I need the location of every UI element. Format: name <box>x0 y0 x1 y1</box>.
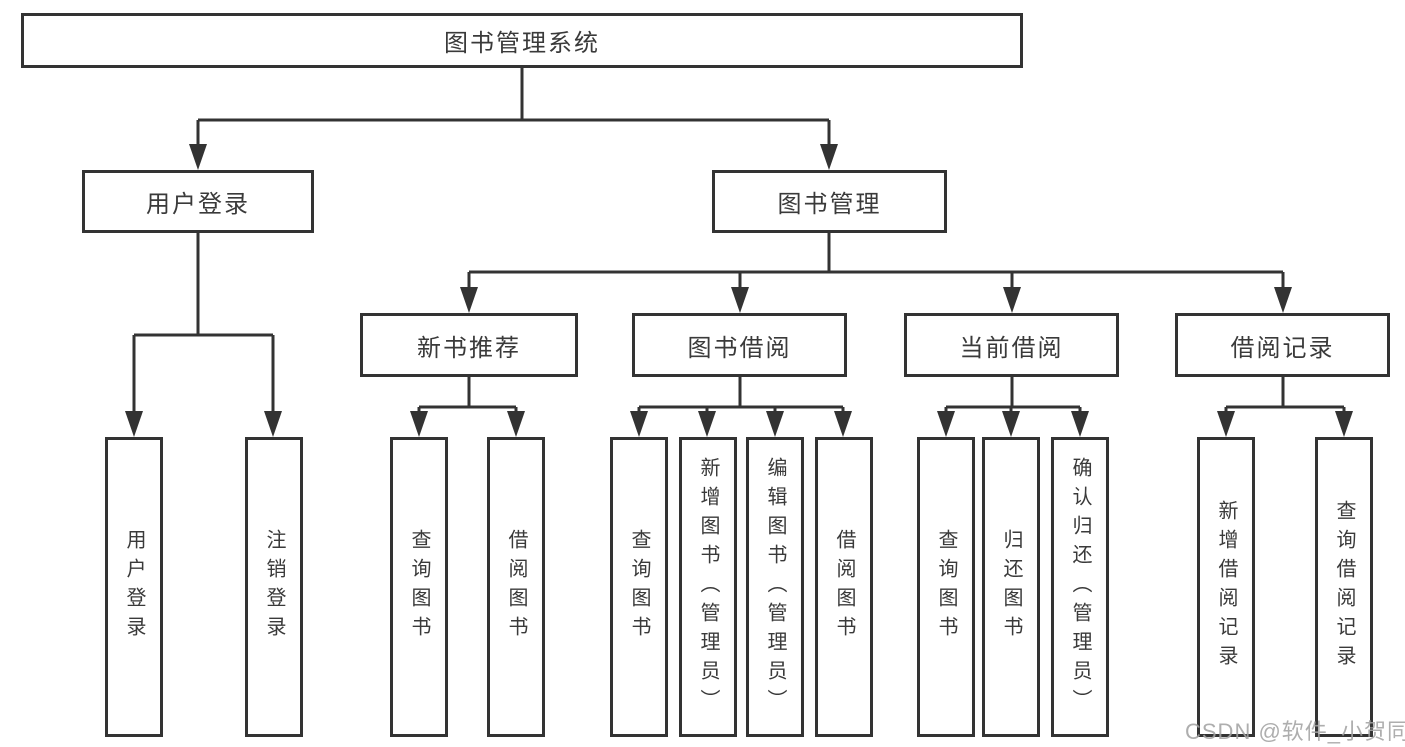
leaf-confirm-return-admin-label: 确认归还（管理员） <box>1069 456 1091 718</box>
leaf-query-books-borrowing-label: 查询图书 <box>628 529 650 645</box>
leaf-add-borrow-record-label: 新增借阅记录 <box>1215 500 1237 674</box>
leaf-query-borrow-record-label: 查询借阅记录 <box>1333 500 1355 674</box>
leaf-logout: 注销登录 <box>245 437 303 737</box>
leaf-add-borrow-record: 新增借阅记录 <box>1197 437 1255 737</box>
node-library-system: 图书管理系统 <box>21 13 1023 68</box>
node-book-management-label: 图书管理 <box>777 191 882 218</box>
node-book-borrowing: 图书借阅 <box>632 313 847 377</box>
leaf-logout-label: 注销登录 <box>263 529 285 645</box>
leaf-query-books-current-label: 查询图书 <box>935 529 957 645</box>
leaf-return-books: 归还图书 <box>982 437 1040 737</box>
leaf-borrow-books-label: 借阅图书 <box>833 529 855 645</box>
node-user-login: 用户登录 <box>82 170 314 233</box>
leaf-add-books-admin-label: 新增图书（管理员） <box>697 456 719 718</box>
node-new-book-recommend-label: 新书推荐 <box>417 334 521 362</box>
leaf-edit-books-admin-label: 编辑图书（管理员） <box>764 456 786 718</box>
leaf-return-books-label: 归还图书 <box>1000 529 1022 645</box>
node-library-system-label: 图书管理系统 <box>444 30 600 57</box>
node-book-borrowing-label: 图书借阅 <box>687 334 792 362</box>
node-book-management: 图书管理 <box>712 170 947 233</box>
node-borrowing-records: 借阅记录 <box>1175 313 1390 377</box>
leaf-borrow-books-recommend: 借阅图书 <box>487 437 545 737</box>
leaf-add-books-admin: 新增图书（管理员） <box>679 437 737 737</box>
leaf-confirm-return-admin: 确认归还（管理员） <box>1051 437 1109 737</box>
node-borrowing-records-label: 借阅记录 <box>1230 334 1335 362</box>
leaf-query-books-borrowing: 查询图书 <box>610 437 668 737</box>
leaf-edit-books-admin: 编辑图书（管理员） <box>746 437 804 737</box>
leaf-user-login: 用户登录 <box>105 437 163 737</box>
leaf-user-login-label: 用户登录 <box>123 529 145 645</box>
leaf-query-books-recommend: 查询图书 <box>390 437 448 737</box>
node-user-login-label: 用户登录 <box>146 191 250 218</box>
leaf-borrow-books: 借阅图书 <box>815 437 873 737</box>
node-current-borrowing: 当前借阅 <box>904 313 1119 377</box>
leaf-query-borrow-record: 查询借阅记录 <box>1315 437 1373 737</box>
connector-arrows <box>125 144 1353 437</box>
leaf-borrow-books-recommend-label: 借阅图书 <box>505 529 527 645</box>
node-new-book-recommend: 新书推荐 <box>360 313 578 377</box>
leaf-query-books-recommend-label: 查询图书 <box>408 529 430 645</box>
node-current-borrowing-label: 当前借阅 <box>959 334 1064 362</box>
leaf-query-books-current: 查询图书 <box>917 437 975 737</box>
csdn-watermark: CSDN @软件_小贺同学 <box>1185 719 1405 744</box>
